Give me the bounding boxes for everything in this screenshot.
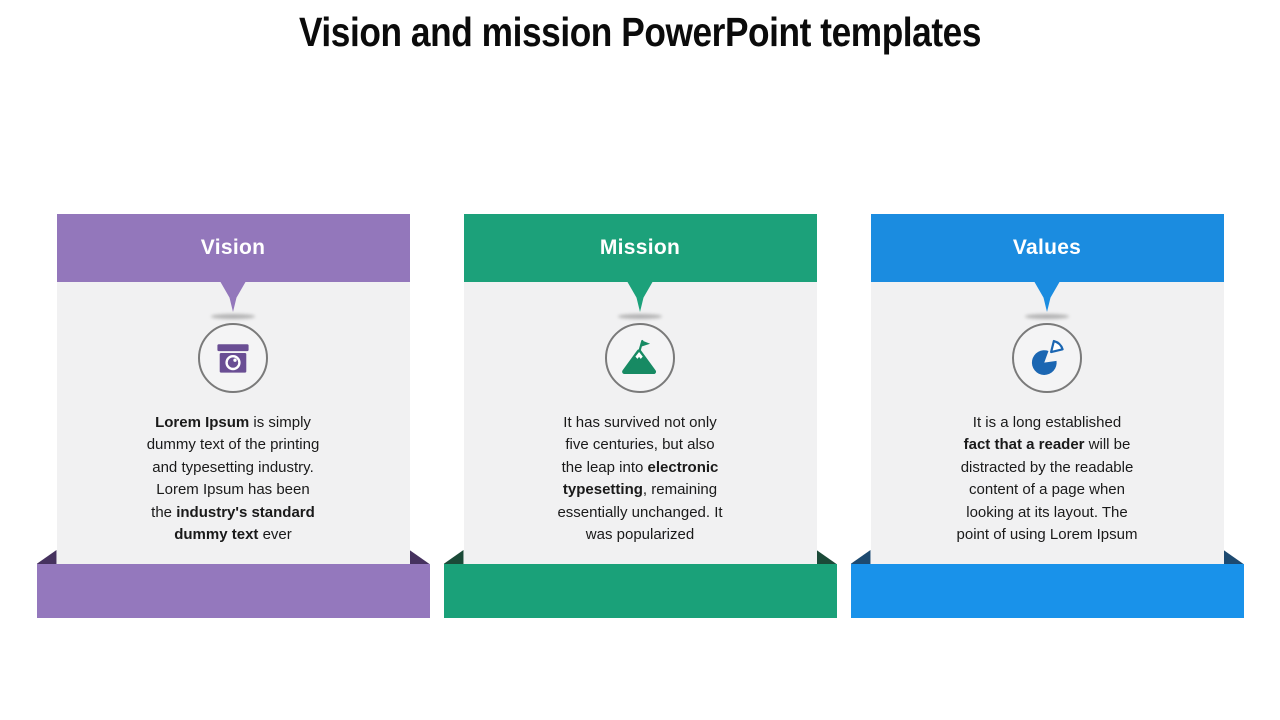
pie-chart-icon [1031, 339, 1064, 375]
icon-circle [605, 323, 675, 393]
card-title-label: Vision [200, 236, 266, 259]
ribbon-fold-right [1223, 550, 1244, 564]
card-title-label: Values [1012, 236, 1082, 259]
mountain-flag-icon [622, 339, 657, 375]
pointer-shadow [618, 314, 662, 319]
icon-circle [198, 323, 268, 393]
ribbon-fold-left [850, 550, 871, 564]
card-header: Values [870, 214, 1224, 282]
ribbon-fold-left [443, 550, 464, 564]
ribbon-fold-left [36, 550, 57, 564]
icon-circle [1012, 323, 1082, 393]
ribbon-footer [36, 550, 430, 618]
ribbon-fold-right [409, 550, 430, 564]
ribbon-footer [443, 550, 837, 618]
pointer-shadow [1025, 314, 1069, 319]
page-title: Vision and mission PowerPoint templates [298, 9, 982, 55]
ribbon-footer [850, 550, 1244, 618]
card-header: Vision [56, 214, 410, 282]
card-header: Mission [463, 214, 817, 282]
ribbon-fold-right [816, 550, 837, 564]
pointer-shadow [211, 314, 255, 319]
projector-icon [217, 344, 249, 373]
card-title-label: Mission [599, 236, 681, 259]
